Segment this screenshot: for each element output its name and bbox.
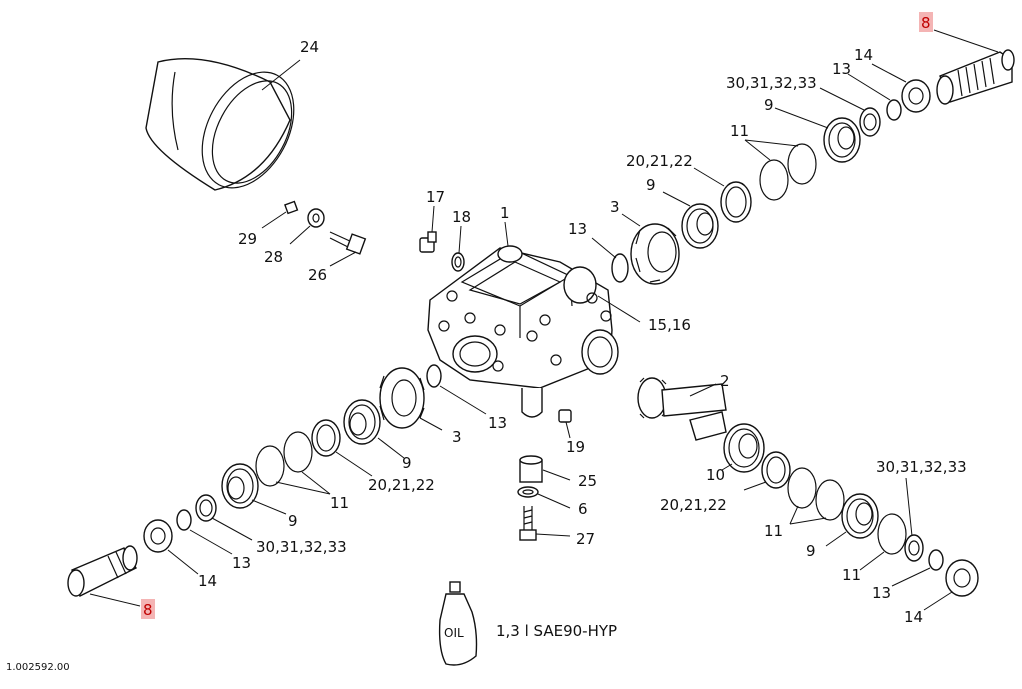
part-9-bearing-upper2 xyxy=(774,107,861,163)
part-13-circlip-upper2 xyxy=(847,73,902,121)
label-8-top-highlight xyxy=(919,12,933,32)
label-28: 28 xyxy=(264,248,283,266)
part-2-pinion-shaft xyxy=(637,377,727,441)
label-15-16: 15,16 xyxy=(648,316,691,334)
part-11-snap-rings-upper xyxy=(744,139,817,201)
label-24: 24 xyxy=(300,38,319,56)
part-1-gearbox-housing xyxy=(427,221,619,418)
part-9-bearing-left xyxy=(343,399,405,459)
part-25-bushing xyxy=(519,455,571,483)
part-14-seal-upper xyxy=(871,63,931,113)
label-26: 26 xyxy=(308,266,327,284)
part-9-bearing-left2 xyxy=(221,463,287,515)
part-28-washer xyxy=(289,208,325,245)
label-9-top: 9 xyxy=(646,176,656,194)
label-13-top2: 13 xyxy=(832,60,851,78)
label-9-top2: 9 xyxy=(764,96,774,114)
part-9-bearing-right xyxy=(825,493,879,547)
label-14-right: 14 xyxy=(904,608,923,626)
label-11-top: 11 xyxy=(730,122,749,140)
part-20-shim-left xyxy=(311,419,373,477)
label-20-21-22-right: 20,21,22 xyxy=(660,496,727,514)
label-13-top: 13 xyxy=(568,220,587,238)
label-9-left2: 9 xyxy=(288,512,298,530)
label-9-right: 9 xyxy=(806,542,816,560)
part-20-shim-right xyxy=(743,451,791,491)
label-8-left: 8 xyxy=(143,601,153,619)
label-3-left: 3 xyxy=(452,428,462,446)
oil-spec-text: 1,3 l SAE90-HYP xyxy=(496,622,617,640)
label-1: 1 xyxy=(500,204,510,222)
part-13-circlip-mid xyxy=(426,364,487,415)
part-30-shim-right xyxy=(904,477,924,562)
label-19: 19 xyxy=(566,438,585,456)
label-30-33-top: 30,31,32,33 xyxy=(726,74,817,92)
label-11-right2: 11 xyxy=(842,566,861,584)
part-14-seal-right xyxy=(923,559,979,611)
part-9-bearing-upper xyxy=(662,191,719,249)
label-8-top: 8 xyxy=(921,14,931,32)
label-25: 25 xyxy=(578,472,597,490)
part-labels: 24 29 28 26 17 18 1 3 13 9 20,21,22 11 9… xyxy=(141,12,967,626)
part-26-bolt xyxy=(329,231,367,267)
label-13-mid: 13 xyxy=(488,414,507,432)
part-18-seal xyxy=(451,225,465,272)
label-6: 6 xyxy=(578,500,588,518)
part-13-circlip-left xyxy=(176,509,233,555)
part-14-seal-left xyxy=(143,519,199,575)
label-13-left: 13 xyxy=(232,554,251,572)
part-24-guard-cone xyxy=(145,58,301,191)
part-3-bevel-gear-left xyxy=(379,367,443,431)
label-11-right: 11 xyxy=(764,522,783,540)
label-20-21-22-top: 20,21,22 xyxy=(626,152,693,170)
label-8-left-highlight xyxy=(141,599,155,619)
label-27: 27 xyxy=(576,530,595,548)
label-29: 29 xyxy=(238,230,257,248)
part-13-circlip-upper xyxy=(591,237,629,283)
part-30-shim-left xyxy=(195,494,253,541)
part-6-washer xyxy=(517,486,571,509)
part-19-plug xyxy=(558,409,572,439)
oil-bottle-label: OIL xyxy=(444,626,464,640)
label-18: 18 xyxy=(452,208,471,226)
label-9-left: 9 xyxy=(402,454,412,472)
part-8-shaft-left xyxy=(67,545,141,607)
drawing-code: 1.002592.00 xyxy=(6,662,70,673)
label-14-left: 14 xyxy=(198,572,217,590)
label-20-21-22-left: 20,21,22 xyxy=(368,476,435,494)
leader-15-16 xyxy=(597,295,641,323)
label-30-33-right: 30,31,32,33 xyxy=(876,458,967,476)
label-3-top: 3 xyxy=(610,198,620,216)
part-30-shim-upper xyxy=(819,87,881,137)
part-10-bearing-right xyxy=(721,423,765,473)
label-30-33-left: 30,31,32,33 xyxy=(256,538,347,556)
label-11-left: 11 xyxy=(330,494,349,512)
label-2: 2 xyxy=(720,372,730,390)
part-11-snap-rings-left xyxy=(255,431,331,495)
part-8-shaft-upper xyxy=(933,29,1015,105)
oil-bottle-icon: OIL xyxy=(438,581,478,666)
part-29-nut xyxy=(261,200,299,229)
part-3-bevel-gear-upper xyxy=(621,213,680,285)
label-10: 10 xyxy=(706,466,725,484)
label-13-right: 13 xyxy=(872,584,891,602)
part-13-circlip-right xyxy=(891,549,944,587)
part-11-snap-ring-right2 xyxy=(859,513,907,571)
part-27-bolt xyxy=(519,506,571,541)
part-17-plug xyxy=(419,205,437,253)
part-20-shim-upper xyxy=(693,167,752,223)
label-17: 17 xyxy=(426,188,445,206)
part-11-snap-rings-right xyxy=(787,467,845,525)
label-14-top: 14 xyxy=(854,46,873,64)
